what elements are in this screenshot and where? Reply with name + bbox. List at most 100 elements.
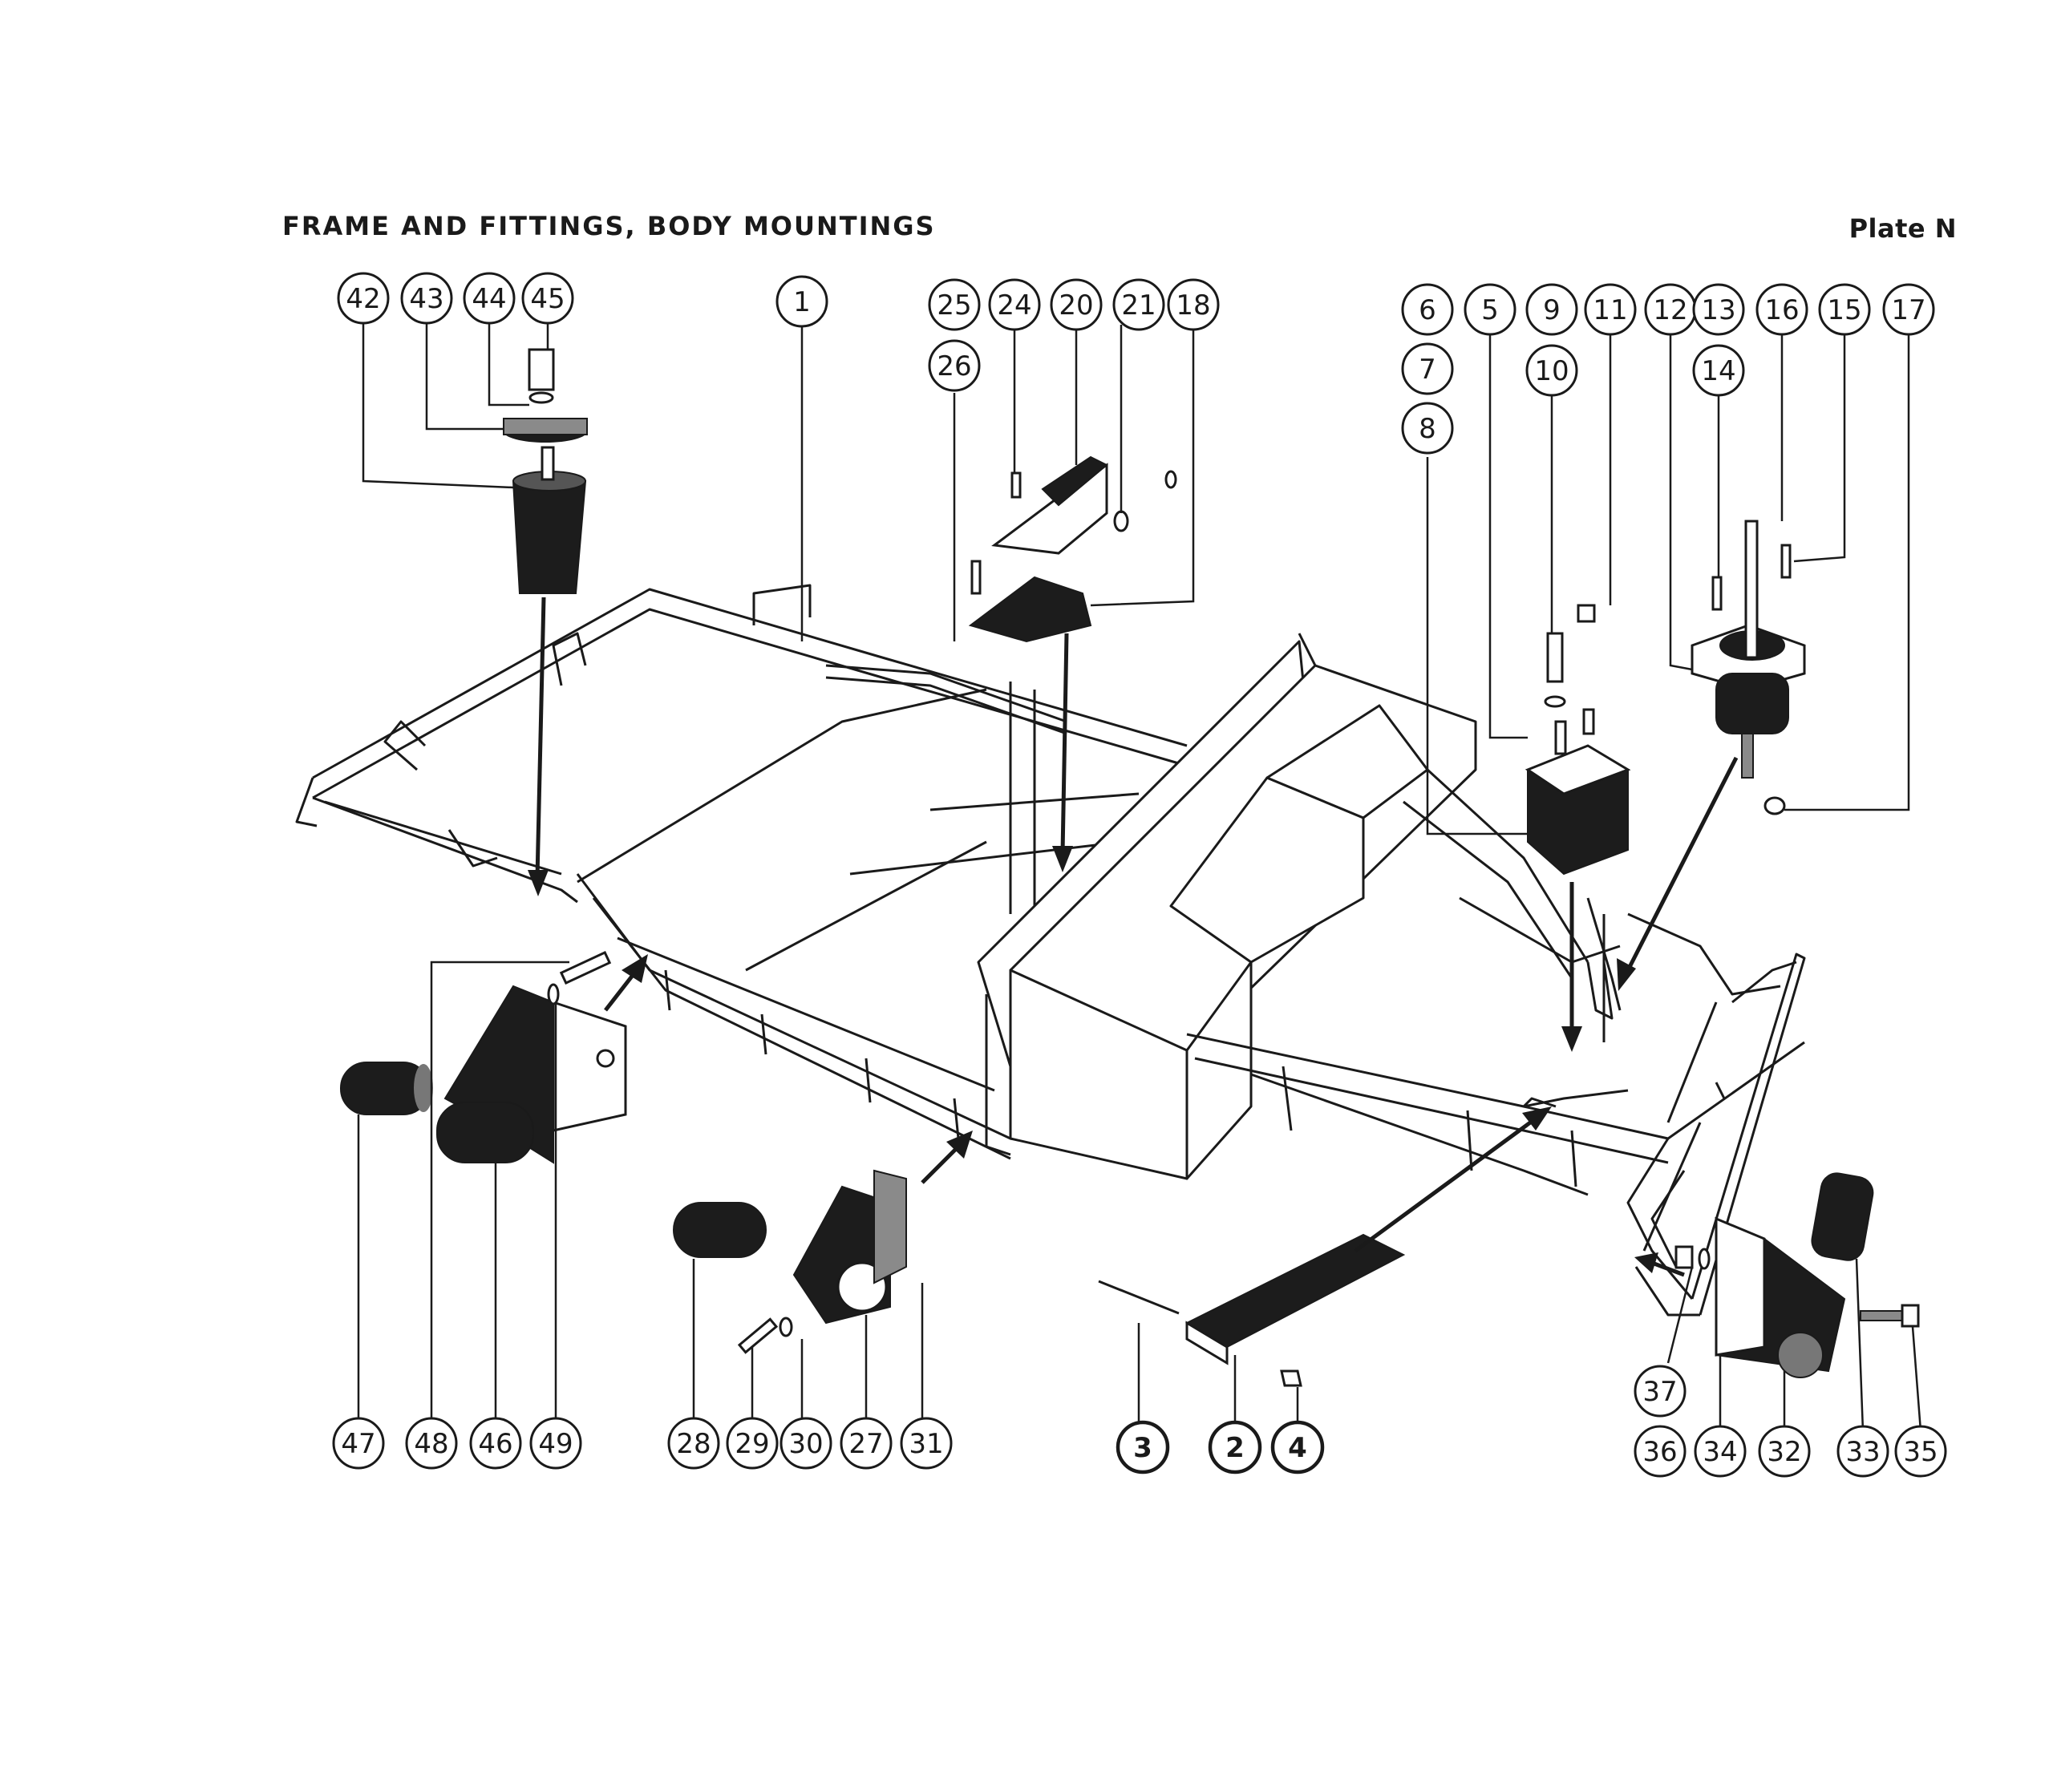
callout-33: 33 <box>1836 1425 1889 1478</box>
callout-15: 15 <box>1818 283 1871 336</box>
callout-number: 49 <box>538 1428 573 1460</box>
callout-circle <box>332 1417 385 1470</box>
callout-circle <box>1584 283 1637 336</box>
callout-number: 32 <box>1767 1436 1801 1468</box>
callout-number: 37 <box>1642 1376 1677 1408</box>
callout-circle <box>521 272 574 325</box>
callout-number: 12 <box>1653 294 1687 326</box>
callout-circle <box>529 1417 582 1470</box>
callout-number: 29 <box>735 1428 769 1460</box>
callout-8: 8 <box>1401 402 1454 455</box>
callout-number: 8 <box>1419 413 1436 445</box>
callout-number: 10 <box>1534 355 1569 387</box>
callout-number: 13 <box>1701 294 1735 326</box>
assembly-arrows <box>528 597 1739 1277</box>
callout-circle <box>726 1417 779 1470</box>
ribbed-pad-2 <box>1098 1233 1406 1387</box>
callout-26: 26 <box>928 339 981 392</box>
rubber-mount-5 <box>1525 632 1631 876</box>
callout-number: 5 <box>1481 294 1499 326</box>
callout-circle <box>1755 283 1808 336</box>
callout-circle <box>1167 278 1220 331</box>
callout-circle <box>1116 1420 1170 1474</box>
flanged-mount-12 <box>1577 520 1806 815</box>
bracket-32 <box>1674 1172 1920 1378</box>
callout-circle <box>1692 344 1745 397</box>
callout-number: 21 <box>1121 289 1156 322</box>
callout-18: 18 <box>1167 278 1220 331</box>
callout-number: 25 <box>937 289 971 322</box>
callout-circle <box>988 278 1041 331</box>
callout-number: 35 <box>1903 1436 1938 1468</box>
callout-11: 11 <box>1584 283 1637 336</box>
rubber-buffer-42 <box>503 348 588 594</box>
callout-circle <box>463 272 516 325</box>
callout-46: 46 <box>469 1417 522 1470</box>
callout-number: 28 <box>676 1428 711 1460</box>
callout-circle <box>1401 342 1454 395</box>
callout-13: 13 <box>1692 283 1745 336</box>
callout-29: 29 <box>726 1417 779 1470</box>
callout-number: 18 <box>1176 289 1210 322</box>
callout-number: 2 <box>1225 1432 1245 1464</box>
callout-number: 36 <box>1642 1436 1677 1468</box>
callout-circle <box>1758 1425 1811 1478</box>
callout-number: 33 <box>1845 1436 1880 1468</box>
callout-number: 17 <box>1891 294 1925 326</box>
callout-circle <box>667 1417 720 1470</box>
callout-circle <box>1894 1425 1947 1478</box>
callout-number: 31 <box>909 1428 943 1460</box>
callout-number: 15 <box>1827 294 1861 326</box>
callout-49: 49 <box>529 1417 582 1470</box>
callout-20: 20 <box>1050 278 1103 331</box>
callout-3: 3 <box>1116 1420 1170 1474</box>
callout-circle <box>928 278 981 331</box>
callout-circle <box>1401 283 1454 336</box>
callout-circle <box>1882 283 1935 336</box>
callout-number: 11 <box>1593 294 1627 326</box>
callout-6: 6 <box>1401 283 1454 336</box>
callout-25: 25 <box>928 278 981 331</box>
callout-number: 27 <box>848 1428 883 1460</box>
callout-circle <box>1836 1425 1889 1478</box>
callout-36: 36 <box>1634 1425 1687 1478</box>
callout-10: 10 <box>1525 344 1578 397</box>
callout-circle <box>1692 283 1745 336</box>
callout-43: 43 <box>400 272 453 325</box>
callout-circle <box>1694 1425 1747 1478</box>
callout-circle <box>1634 1365 1687 1418</box>
callout-number: 14 <box>1701 355 1735 387</box>
callout-number: 42 <box>346 283 380 315</box>
callout-30: 30 <box>779 1417 832 1470</box>
callout-28: 28 <box>667 1417 720 1470</box>
callout-47: 47 <box>332 1417 385 1470</box>
callout-circle <box>840 1417 893 1470</box>
callout-2: 2 <box>1208 1420 1262 1474</box>
callout-37: 37 <box>1634 1365 1687 1418</box>
bracket-46 <box>340 950 627 1164</box>
callout-number: 20 <box>1059 289 1093 322</box>
callout-32: 32 <box>1758 1425 1811 1478</box>
callout-circle <box>775 275 828 328</box>
callout-number: 45 <box>530 283 565 315</box>
callout-21: 21 <box>1112 278 1165 331</box>
callout-circle <box>469 1417 522 1470</box>
callout-circle <box>1050 278 1103 331</box>
callout-number: 24 <box>997 289 1031 322</box>
callout-circle <box>1208 1420 1262 1474</box>
plate-number: Plate N <box>1849 213 1957 244</box>
callout-42: 42 <box>337 272 390 325</box>
callout-circle <box>400 272 453 325</box>
callout-number: 46 <box>478 1428 512 1460</box>
callout-number: 3 <box>1133 1432 1152 1464</box>
diagram-title: FRAME AND FITTINGS, BODY MOUNTINGS <box>282 211 936 241</box>
callout-5: 5 <box>1464 283 1516 336</box>
callout-circle <box>1270 1420 1325 1474</box>
callout-circle <box>337 272 390 325</box>
callout-number: 7 <box>1419 354 1436 386</box>
callout-circle <box>1525 283 1578 336</box>
callout-27: 27 <box>840 1417 893 1470</box>
callout-circle <box>779 1417 832 1470</box>
callout-number: 16 <box>1764 294 1799 326</box>
